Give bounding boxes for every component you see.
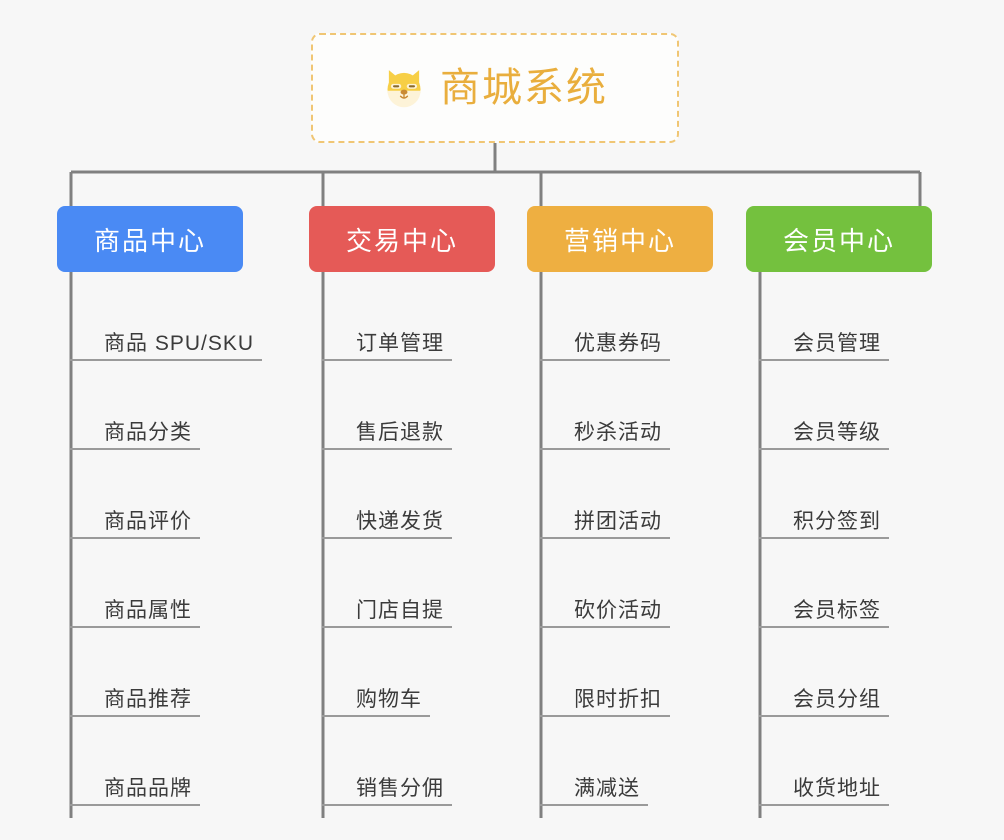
leaf-item-rule	[759, 804, 889, 806]
leaf-column-3: 会员管理会员等级积分签到会员标签会员分组收货地址	[759, 272, 889, 806]
leaf-item-rule	[540, 626, 670, 628]
leaf-item[interactable]: 商品评价	[70, 450, 262, 539]
leaf-item[interactable]: 快递发货	[322, 450, 452, 539]
leaf-item-label: 销售分佣	[356, 776, 444, 800]
leaf-item[interactable]: 商品分类	[70, 361, 262, 450]
leaf-item[interactable]: 销售分佣	[322, 717, 452, 806]
branch-box-2[interactable]: 营销中心	[527, 206, 713, 272]
leaf-item-label: 商品推荐	[104, 687, 192, 711]
leaf-item-rule	[759, 448, 889, 450]
leaf-item-rule	[540, 359, 670, 361]
leaf-column-2: 优惠券码秒杀活动拼团活动砍价活动限时折扣满减送	[540, 272, 670, 806]
leaf-column-0: 商品 SPU/SKU 商品分类商品评价商品属性商品推荐商品品牌	[70, 272, 262, 806]
leaf-item-label: 会员标签	[793, 598, 881, 622]
leaf-item-rule	[70, 537, 200, 539]
leaf-item-rule	[70, 448, 200, 450]
leaf-item[interactable]: 订单管理	[322, 272, 452, 361]
shiba-dog-face-icon	[387, 70, 421, 108]
branch-box-3[interactable]: 会员中心	[746, 206, 932, 272]
branch-box-1[interactable]: 交易中心	[309, 206, 495, 272]
leaf-item-label: 会员管理	[793, 331, 881, 355]
leaf-item-label: 商品分类	[104, 420, 192, 444]
leaf-item-rule	[759, 715, 889, 717]
root-title: 商城系统	[440, 66, 608, 110]
leaf-item-rule	[322, 626, 452, 628]
leaf-item-label: 商品评价	[104, 509, 192, 533]
leaf-item[interactable]: 商品属性	[70, 539, 262, 628]
leaf-item-rule	[540, 715, 670, 717]
leaf-item-label: 商品品牌	[104, 776, 192, 800]
leaf-item-label: 会员分组	[793, 687, 881, 711]
leaf-item[interactable]: 积分签到	[759, 450, 889, 539]
leaf-item-label: 优惠券码	[574, 331, 662, 355]
leaf-item-label: 收货地址	[793, 776, 881, 800]
leaf-item-label: 商品 SPU/SKU	[104, 331, 255, 355]
leaf-item[interactable]: 门店自提	[322, 539, 452, 628]
leaf-item-rule	[540, 804, 648, 806]
branch-label-0: 商品中心	[93, 225, 206, 256]
leaf-item-rule	[322, 359, 452, 361]
leaf-item-rule	[322, 715, 430, 717]
leaf-item[interactable]: 满减送	[540, 717, 670, 806]
leaf-item[interactable]: 限时折扣	[540, 628, 670, 717]
leaf-column-1: 订单管理售后退款快递发货门店自提购物车销售分佣	[322, 272, 452, 806]
leaf-item[interactable]: 秒杀活动	[540, 361, 670, 450]
leaf-item-rule	[70, 359, 262, 361]
leaf-item[interactable]: 售后退款	[322, 361, 452, 450]
leaf-item[interactable]: 收货地址	[759, 717, 889, 806]
leaf-item-label: 限时折扣	[574, 687, 662, 711]
leaf-item-rule	[322, 537, 452, 539]
leaf-item-label: 快递发货	[356, 509, 444, 533]
leaf-item-label: 会员等级	[793, 420, 881, 444]
leaf-item[interactable]: 商品推荐	[70, 628, 262, 717]
leaf-item[interactable]: 会员分组	[759, 628, 889, 717]
branch-label-3: 会员中心	[782, 225, 895, 256]
leaf-item[interactable]: 会员管理	[759, 272, 889, 361]
branch-label-1: 交易中心	[345, 225, 458, 256]
leaf-item-label: 拼团活动	[574, 509, 662, 533]
leaf-item[interactable]: 商品品牌	[70, 717, 262, 806]
leaf-item-label: 售后退款	[356, 420, 444, 444]
leaf-item[interactable]: 购物车	[322, 628, 452, 717]
leaf-item[interactable]: 商品 SPU/SKU	[70, 272, 262, 361]
branch-box-0[interactable]: 商品中心	[57, 206, 243, 272]
leaf-item-rule	[759, 359, 889, 361]
leaf-item-rule	[70, 626, 200, 628]
leaf-item-label: 满减送	[574, 776, 640, 800]
leaf-item-rule	[759, 537, 889, 539]
leaf-item[interactable]: 优惠券码	[540, 272, 670, 361]
leaf-item-rule	[540, 448, 670, 450]
leaf-item-rule	[759, 626, 889, 628]
leaf-item-rule	[322, 448, 452, 450]
leaf-item-rule	[70, 804, 200, 806]
leaf-item-rule	[322, 804, 452, 806]
leaf-item-label: 砍价活动	[574, 598, 662, 622]
leaf-item-rule	[540, 537, 670, 539]
leaf-item-label: 门店自提	[356, 598, 444, 622]
root-node[interactable]: 商城系统	[311, 33, 679, 143]
leaf-item-label: 订单管理	[356, 331, 444, 355]
leaf-item[interactable]: 会员标签	[759, 539, 889, 628]
branch-label-2: 营销中心	[563, 225, 676, 256]
leaf-item-label: 积分签到	[793, 509, 881, 533]
leaf-item-rule	[70, 715, 200, 717]
leaf-item-label: 秒杀活动	[574, 420, 662, 444]
leaf-item[interactable]: 砍价活动	[540, 539, 670, 628]
leaf-item[interactable]: 会员等级	[759, 361, 889, 450]
leaf-item[interactable]: 拼团活动	[540, 450, 670, 539]
leaf-item-label: 商品属性	[104, 598, 192, 622]
leaf-item-label: 购物车	[356, 687, 422, 711]
